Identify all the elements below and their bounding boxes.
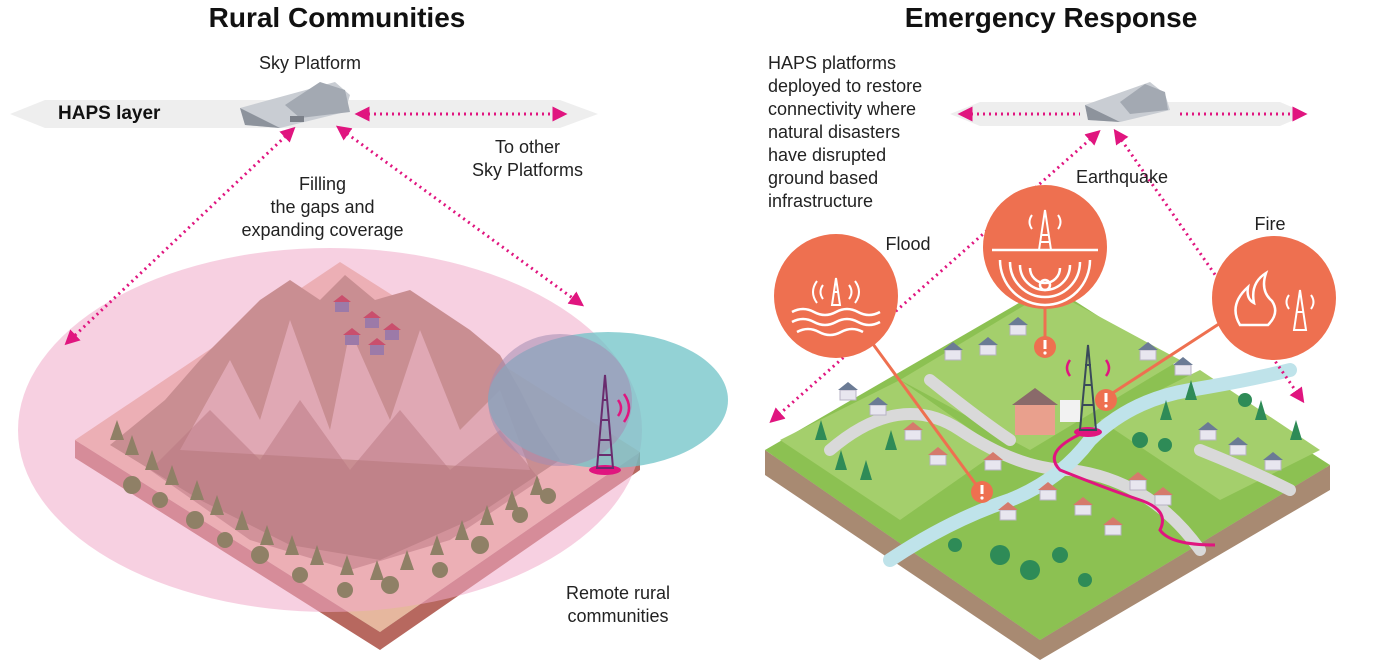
alert-icon	[1095, 389, 1117, 411]
alert-icon	[1034, 336, 1056, 358]
sky-platform-icon	[240, 82, 350, 128]
fire-label: Fire	[1254, 214, 1286, 234]
flood-label: Flood	[885, 234, 931, 254]
cell-tower-icon	[589, 374, 631, 475]
earthquake-icon	[983, 185, 1107, 309]
emergency-description: HAPS platforms deployed to restore conne…	[768, 53, 923, 211]
earthquake-label: Earthquake	[1075, 167, 1169, 187]
haps-layer-label: HAPS layer	[58, 103, 161, 124]
rural-trees	[110, 420, 556, 598]
fiber-link	[1052, 428, 1216, 547]
haps-link-arrows	[64, 106, 585, 346]
filling-gaps-label: Filling the gaps and expanding coverage	[241, 174, 404, 240]
alert-icon	[971, 481, 993, 503]
flood-icon	[774, 234, 898, 358]
fire-icon	[1212, 236, 1336, 360]
sky-platform-icon	[1085, 82, 1170, 122]
remote-communities-label: Remote rural communities	[565, 583, 671, 626]
emergency-title: Emergency Response	[904, 2, 1198, 33]
rural-title: Rural Communities	[208, 2, 466, 33]
other-platforms-label: To other Sky Platforms	[471, 137, 584, 180]
sky-platform-label: Sky Platform	[258, 53, 362, 73]
